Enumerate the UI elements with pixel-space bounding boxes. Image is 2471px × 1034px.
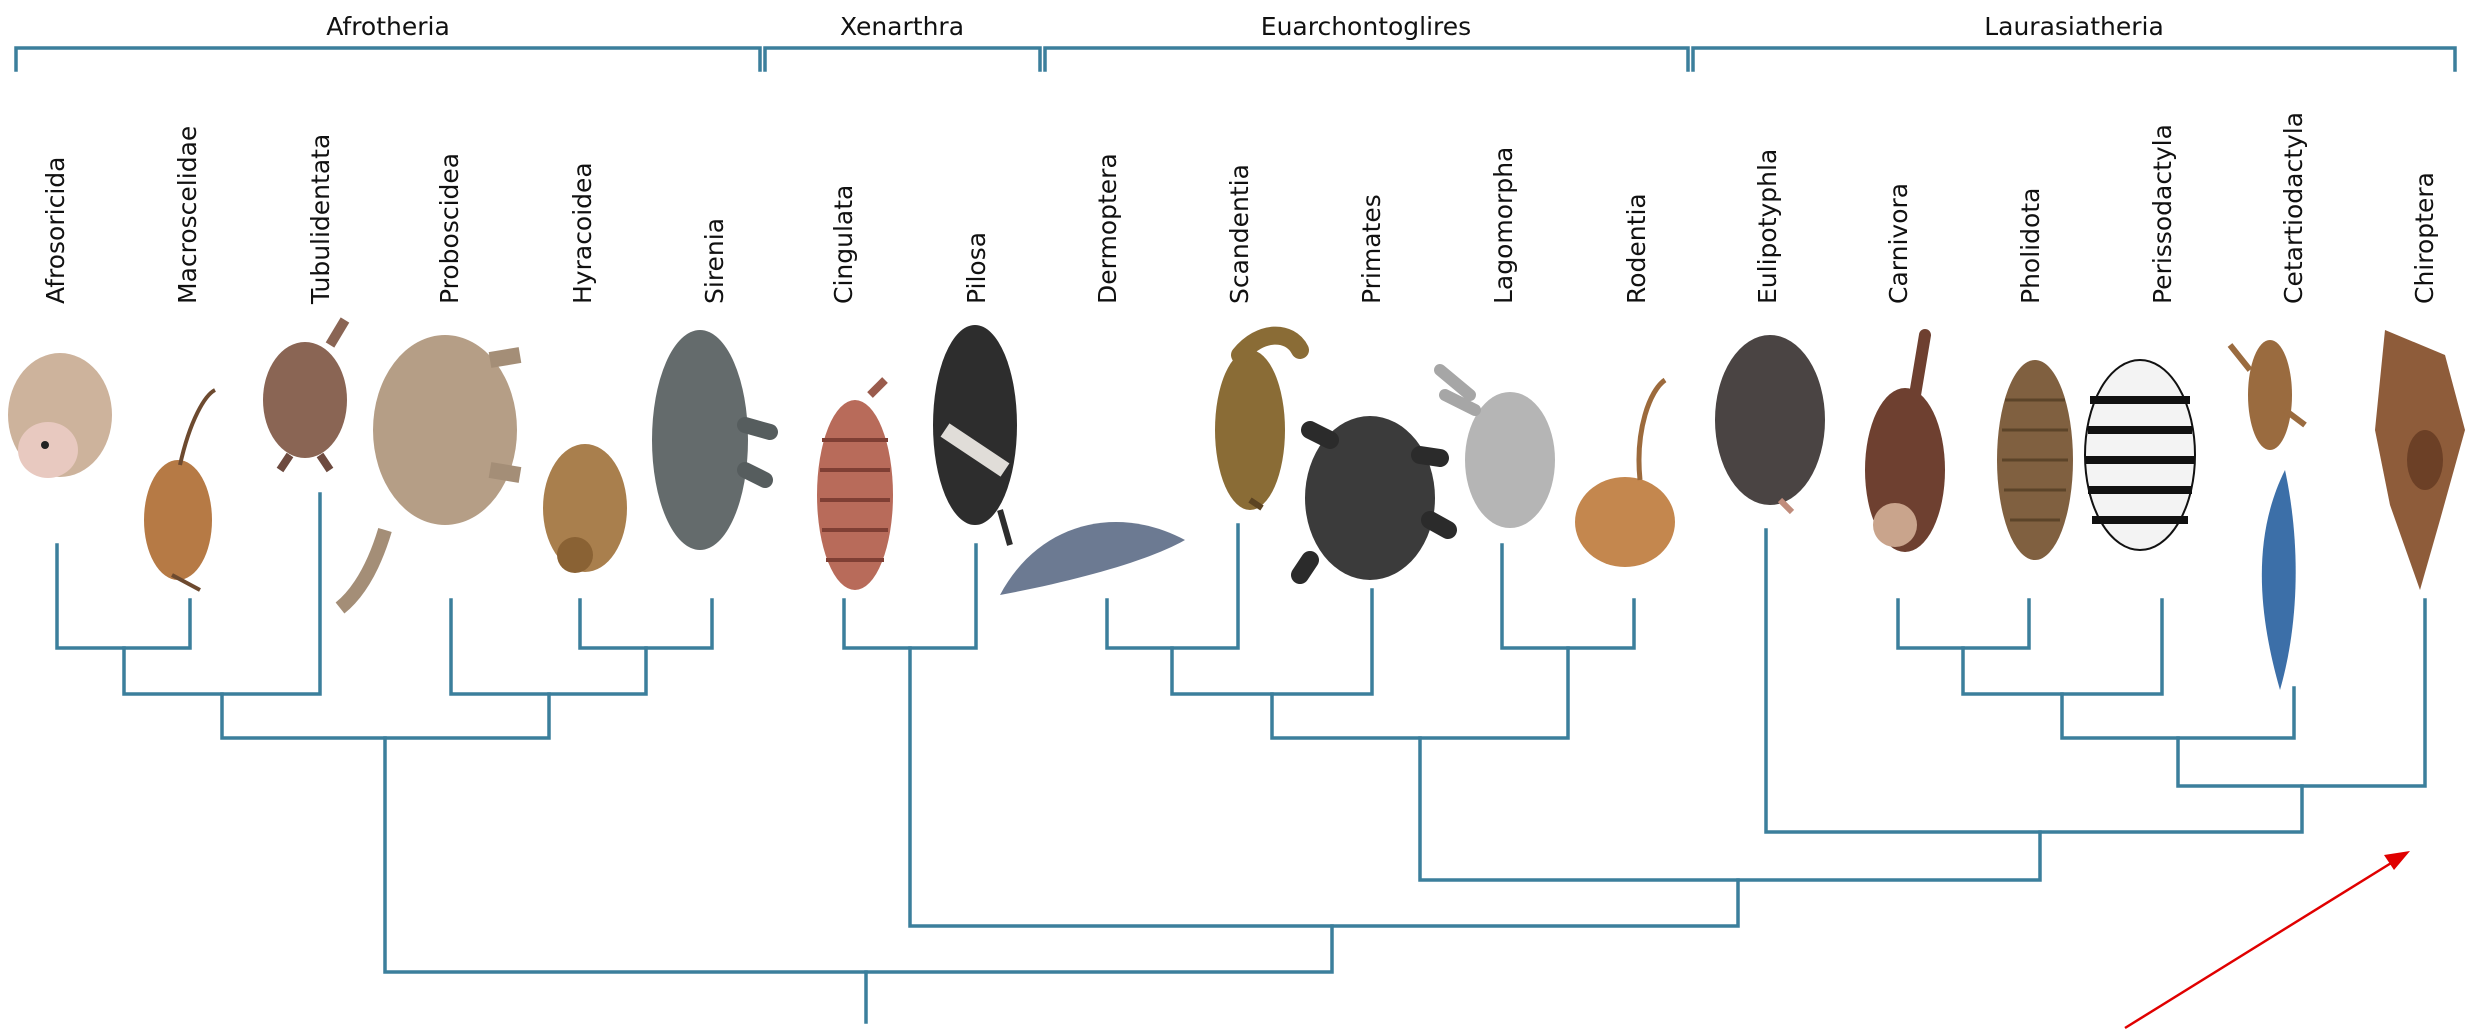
gorilla-icon bbox=[1300, 416, 1448, 580]
order-label-cetartiodactyla: Cetartiodactyla bbox=[2279, 112, 2308, 304]
order-labels: Afrosoricida Macroscelidae Tubulidentata… bbox=[41, 112, 2439, 305]
hyrax-icon bbox=[543, 444, 627, 573]
clade-labels: Afrotheria Xenarthra Euarchontoglires La… bbox=[326, 12, 2164, 41]
order-label-cingulata: Cingulata bbox=[829, 185, 858, 304]
mole-icon bbox=[1715, 335, 1825, 512]
order-label-primates: Primates bbox=[1357, 194, 1386, 304]
branch-boreoeutheria bbox=[1420, 738, 2040, 880]
branch-carnivora-pholidota bbox=[1898, 600, 2029, 648]
order-label-hyracoidea: Hyracoidea bbox=[568, 162, 597, 304]
elephant-icon bbox=[340, 335, 520, 608]
order-label-rodentia: Rodentia bbox=[1622, 193, 1651, 304]
anteater-icon bbox=[933, 325, 1017, 545]
pangolin-icon bbox=[1997, 360, 2073, 560]
clade-label-afrotheria: Afrotheria bbox=[326, 12, 450, 41]
colugo-icon bbox=[1000, 522, 1185, 595]
tenrec-icon bbox=[8, 353, 112, 478]
armadillo-icon bbox=[817, 380, 893, 590]
order-label-chiroptera: Chiroptera bbox=[2410, 172, 2439, 304]
zebra-icon bbox=[2085, 360, 2195, 550]
order-label-eulipotyphla: Eulipotyphla bbox=[1753, 149, 1782, 304]
order-label-perissodactyla: Perissodactyla bbox=[2148, 124, 2177, 304]
order-label-pilosa: Pilosa bbox=[962, 232, 991, 304]
order-label-sirenia: Sirenia bbox=[700, 218, 729, 304]
bracket-afrotheria bbox=[16, 48, 760, 70]
clade-label-xenarthra: Xenarthra bbox=[840, 12, 964, 41]
branch-exafroplacentalia bbox=[910, 648, 1738, 926]
order-label-proboscidea: Proboscidea bbox=[435, 153, 464, 304]
branch-euarchonta bbox=[1172, 590, 1372, 694]
bat-icon bbox=[2375, 330, 2465, 590]
ferret-icon bbox=[1865, 335, 1945, 552]
mouse-icon bbox=[1575, 380, 1675, 567]
branch-placentalia bbox=[385, 738, 1332, 972]
order-label-scandentia: Scandentia bbox=[1225, 164, 1254, 304]
order-label-carnivora: Carnivora bbox=[1884, 183, 1913, 304]
deer-and-whale-icon bbox=[2230, 340, 2305, 690]
branch-afrotheria-root bbox=[222, 694, 549, 738]
order-label-dermoptera: Dermoptera bbox=[1093, 153, 1122, 304]
branch-hyracoidea-sirenia bbox=[580, 600, 712, 648]
clade-label-euarchontoglires: Euarchontoglires bbox=[1261, 12, 1471, 41]
rabbit-icon bbox=[1440, 370, 1555, 528]
tree-branches bbox=[57, 494, 2425, 1022]
arrow-head bbox=[2384, 851, 2410, 870]
order-label-tubulidentata: Tubulidentata bbox=[306, 134, 335, 305]
arrow-shaft bbox=[2125, 860, 2396, 1028]
bracket-xenarthra bbox=[765, 48, 1040, 70]
elephant-shrew-icon bbox=[144, 390, 215, 590]
clade-label-laurasiatheria: Laurasiatheria bbox=[1984, 12, 2164, 41]
clade-brackets bbox=[16, 48, 2455, 70]
treeshrew-icon bbox=[1215, 336, 1300, 510]
order-label-pholidota: Pholidota bbox=[2016, 188, 2045, 304]
order-label-macroscelidae: Macroscelidae bbox=[173, 126, 202, 304]
manatee-icon bbox=[652, 330, 770, 550]
bracket-laurasiatheria bbox=[1693, 48, 2455, 70]
annotation-arrow bbox=[2125, 851, 2410, 1028]
aardvark-icon bbox=[263, 320, 347, 470]
order-label-lagomorpha: Lagomorpha bbox=[1489, 147, 1518, 304]
branch-chiroptera-join bbox=[2178, 600, 2425, 786]
bracket-euarchontoglires bbox=[1045, 48, 1688, 70]
order-label-afrosoricida: Afrosoricida bbox=[41, 157, 70, 304]
